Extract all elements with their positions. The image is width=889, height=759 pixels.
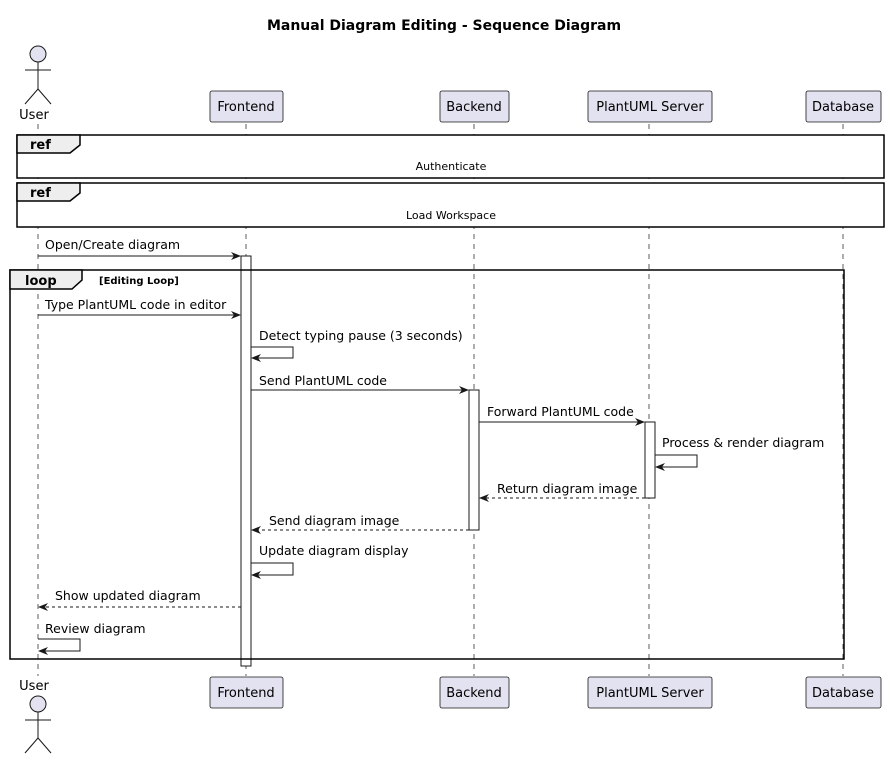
ref-fragment-load-workspace: ref Load Workspace xyxy=(16,182,885,228)
message-forward-code-label: Forward PlantUML code xyxy=(487,404,634,419)
activation-plantuml xyxy=(644,421,656,499)
participant-backend-label-top: Backend xyxy=(446,100,502,115)
participant-backend-label-bottom: Backend xyxy=(446,686,502,701)
ref-fragment-authenticate: ref Authenticate xyxy=(16,134,885,179)
message-update-display-arrow xyxy=(251,562,294,579)
participant-database-label-bottom: Database xyxy=(812,686,874,701)
participant-backend-box-bottom xyxy=(439,676,510,709)
message-type-code-label: Type PlantUML code in editor xyxy=(44,297,227,312)
message-send-image-label: Send diagram image xyxy=(269,513,400,528)
participant-frontend-box-bottom xyxy=(209,676,284,709)
participant-plantuml-box-top xyxy=(587,90,713,123)
loop-guard: [Editing Loop] xyxy=(99,276,179,287)
participant-user-label-top: User xyxy=(19,108,49,123)
diagram-title: Manual Diagram Editing - Sequence Diagra… xyxy=(267,18,621,34)
activation-backend xyxy=(468,389,480,531)
message-render-arrow xyxy=(655,454,698,471)
participant-database-box-top xyxy=(805,90,882,123)
actor-user-bottom xyxy=(24,695,52,754)
participant-frontend-box-top xyxy=(209,90,284,123)
participant-backend-box-top xyxy=(439,90,510,123)
participant-frontend-label-top: Frontend xyxy=(217,100,274,115)
ref-tag-1: ref xyxy=(30,138,51,153)
message-update-display-label: Update diagram display xyxy=(259,543,409,558)
participant-plantuml-label-top: PlantUML Server xyxy=(596,100,704,115)
loop-fragment: loop [Editing Loop] xyxy=(9,269,845,660)
ref-tag-2: ref xyxy=(30,186,51,201)
participant-user-label-bottom: User xyxy=(19,679,49,694)
ref-label-load-workspace: Load Workspace xyxy=(406,209,496,222)
message-return-image-label: Return diagram image xyxy=(497,481,638,496)
message-review-label: Review diagram xyxy=(45,621,146,636)
ref-label-authenticate: Authenticate xyxy=(416,160,487,173)
participant-frontend-label-bottom: Frontend xyxy=(217,686,274,701)
message-review-arrow xyxy=(38,638,81,655)
participant-database-box-bottom xyxy=(805,676,882,709)
actor-head-icon xyxy=(29,695,47,713)
actor-user-top xyxy=(24,45,52,105)
loop-tag: loop xyxy=(25,274,57,289)
message-open-create-label: Open/Create diagram xyxy=(45,237,180,252)
message-detect-pause-label: Detect typing pause (3 seconds) xyxy=(259,328,463,343)
message-show-updated-label: Show updated diagram xyxy=(55,588,201,603)
participant-plantuml-label-bottom: PlantUML Server xyxy=(596,686,704,701)
participant-database-label-top: Database xyxy=(812,100,874,115)
participant-plantuml-box-bottom xyxy=(587,676,713,709)
actor-head-icon xyxy=(29,45,47,63)
message-send-code-label: Send PlantUML code xyxy=(259,373,387,388)
message-detect-pause-arrow xyxy=(251,346,294,362)
activation-frontend xyxy=(240,255,252,667)
message-render-label: Process & render diagram xyxy=(662,435,824,450)
